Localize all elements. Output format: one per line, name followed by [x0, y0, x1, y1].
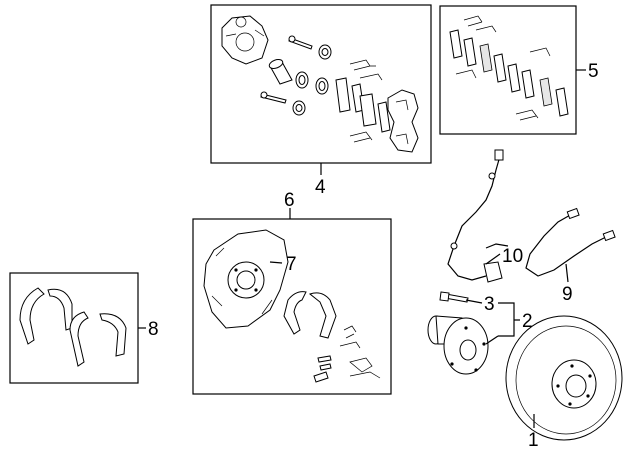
callout-6: 6 [284, 190, 295, 211]
parking-shoe-3 [69, 311, 89, 367]
callout-2: 2 [522, 311, 533, 332]
callout-3: 3 [484, 294, 495, 315]
callout-10: 10 [502, 246, 523, 267]
callout-4: 4 [315, 177, 326, 198]
pad-set-group [439, 5, 577, 135]
backing-plate-drawing [203, 229, 289, 329]
caliper-bracket [387, 89, 419, 153]
pad-set-box [439, 5, 577, 135]
hub-bolt-drawing [439, 291, 469, 303]
callout-9: 9 [562, 284, 573, 305]
pad-set-pads-left [449, 29, 507, 83]
leader-lines [138, 69, 586, 428]
callout-labels: 4 5 6 7 8 10 9 3 2 1 [148, 61, 599, 451]
caliper-piston [268, 59, 329, 95]
guide-pin-upper [288, 35, 313, 50]
callout-5: 5 [588, 61, 599, 82]
brake-rotor-drawing [505, 315, 623, 441]
abs-sensor-drawing [447, 149, 509, 283]
backing-plate-kit-hardware [313, 325, 381, 383]
pad-set-pads-right [507, 63, 569, 117]
pad-set-clips-top [463, 15, 497, 33]
guide-pin-lower [260, 91, 287, 104]
backing-plate-kit-box [192, 218, 392, 395]
caliper-body [221, 15, 269, 65]
parking-shoe-2 [47, 288, 73, 331]
callout-8: 8 [148, 319, 159, 340]
parking-shoe-4 [99, 313, 127, 357]
parking-shoe-group [9, 272, 139, 384]
parking-shoe-1 [19, 287, 45, 345]
callout-1: 1 [528, 430, 539, 451]
caliper-kit-group [210, 4, 432, 164]
brake-hose-drawing [525, 207, 616, 277]
backing-plate-kit-group [192, 218, 392, 395]
caliper-kit-pads [335, 77, 391, 133]
backing-plate-kit-shoes [283, 291, 337, 339]
hub-assembly-drawing [427, 315, 489, 375]
callout-7: 7 [286, 254, 297, 275]
caliper-kit-clips [349, 59, 383, 143]
pad-set-clips-bottom [455, 47, 551, 121]
caliper-boots [292, 44, 332, 116]
